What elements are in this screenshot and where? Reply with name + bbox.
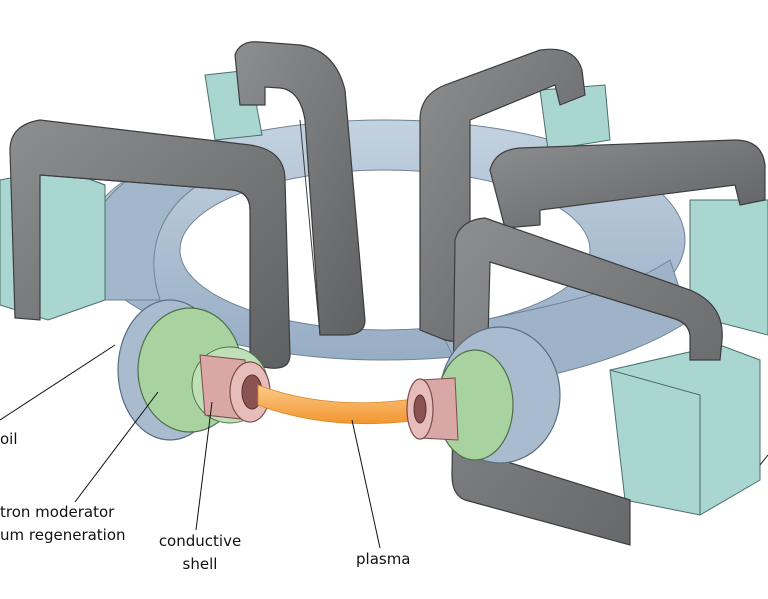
coil-clamps — [0, 69, 768, 516]
moderator-label-line2: um regeneration — [0, 526, 126, 544]
moderator-label-line1: tron moderator — [0, 503, 115, 521]
shell-label-line1: conductive — [158, 532, 242, 550]
left-port — [117, 299, 271, 441]
plasma-label: plasma — [356, 550, 411, 568]
plasma-leader — [351, 419, 381, 549]
right-port — [406, 326, 561, 464]
right-leader — [759, 454, 768, 466]
shell-label-line2: shell — [182, 555, 218, 573]
moderator-leader — [74, 391, 159, 503]
shell-leader — [195, 401, 213, 531]
leader-lines — [0, 344, 768, 549]
tf-coils — [9, 41, 766, 546]
plasma-beam — [257, 384, 421, 425]
coil-label: oil — [0, 430, 18, 448]
coil-leader — [0, 344, 116, 421]
